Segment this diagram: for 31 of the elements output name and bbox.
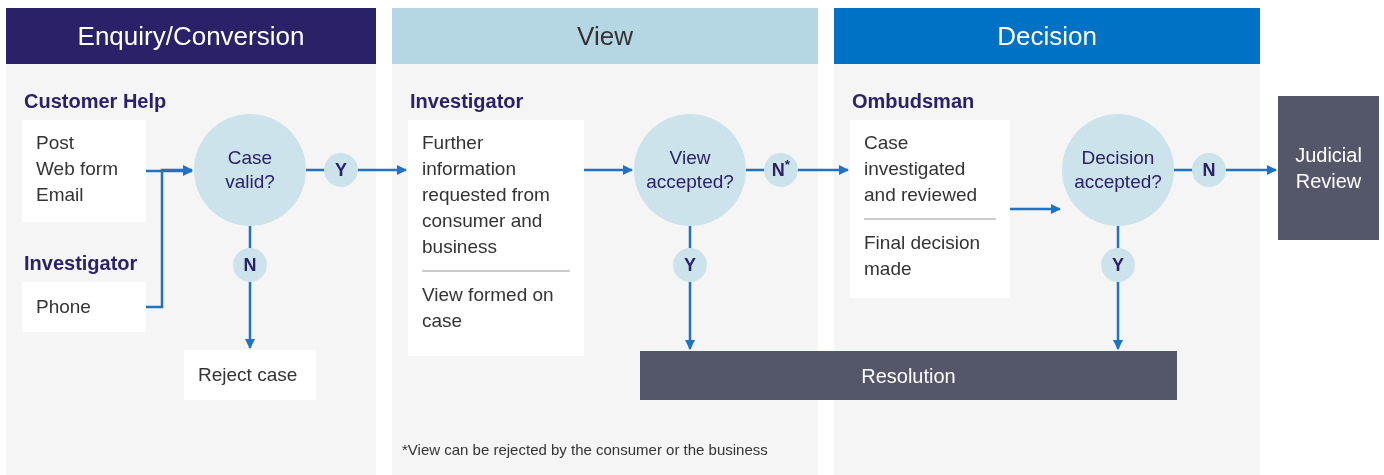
group-heading: Customer Help: [24, 89, 167, 114]
step-text: Final decision made: [864, 231, 982, 281]
group-heading: Investigator: [24, 251, 138, 276]
group-heading: Investigator: [410, 89, 524, 114]
outcome-text: Resolution: [861, 363, 956, 389]
phase-title: Decision: [997, 19, 1097, 53]
step-text: Phone: [36, 295, 92, 319]
step-text: Web form: [36, 157, 119, 181]
decision-question: View accepted?: [645, 146, 735, 194]
outcome-box: [1278, 96, 1379, 240]
phase-title: Enquiry/Conversion: [77, 19, 305, 53]
flow-arrow: [584, 165, 633, 175]
decision-question: Case valid?: [224, 146, 276, 194]
flow-arrow: [146, 165, 193, 309]
outcome-text: Judicial Review: [1294, 143, 1363, 194]
phase-title: View: [577, 19, 633, 53]
step-box: [184, 350, 316, 400]
outcome-box: [640, 351, 1177, 400]
step-text: Email: [36, 183, 85, 207]
phase-panel: [834, 8, 1260, 475]
step-text: Post: [36, 131, 76, 155]
step-text: Further information requested from consumer and business: [422, 131, 551, 259]
group-heading: Ombudsman: [852, 89, 975, 114]
flow-arrow: [1010, 204, 1061, 214]
step-text: Case investigated and reviewed: [864, 131, 979, 207]
step-text: View formed on case: [422, 283, 555, 333]
phase-panel: [6, 8, 376, 475]
decision-question: Decision accepted?: [1073, 146, 1163, 194]
footnote: *View can be rejected by the consumer or the business: [402, 440, 768, 460]
step-text: Reject case: [198, 363, 299, 387]
phase-panel: [392, 8, 818, 475]
